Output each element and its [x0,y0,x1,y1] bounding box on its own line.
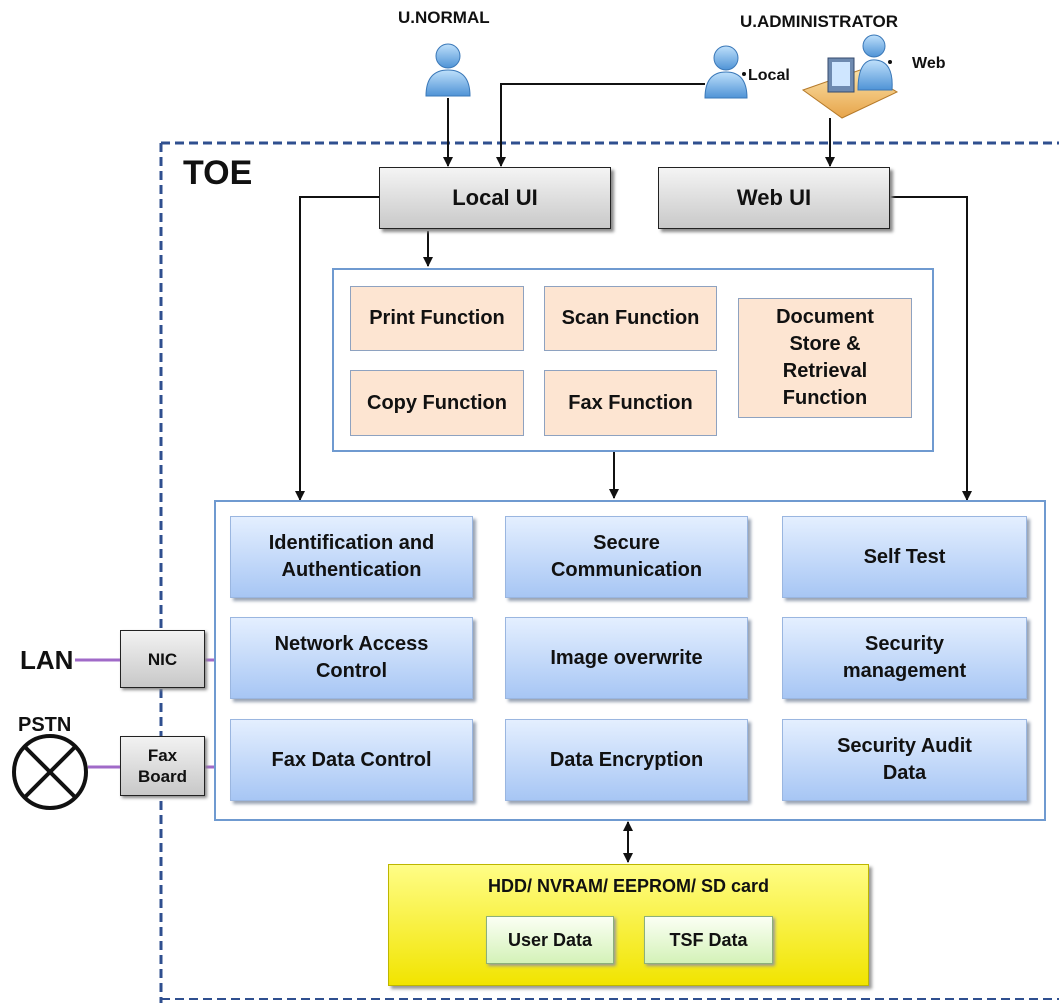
toe-boundary [159,141,1059,1003]
image-overwrite: Image overwrite [505,617,748,699]
normal-user-icon [425,43,471,97]
administrator-label: U.ADMINISTRATOR [740,12,899,31]
web-label: Web [912,55,946,72]
local-label: Local [748,67,790,84]
identification-authentication: Identification and Authentication [230,516,473,598]
scan-function: Scan Function [544,286,717,351]
fax-function: Fax Function [544,370,717,436]
local-admin-icon [704,45,748,99]
fax-data-control: Fax Data Control [230,719,473,801]
fax-board-box: Fax Board [120,736,205,796]
tsf-data-box: TSF Data [644,916,773,964]
print-function: Print Function [350,286,524,351]
self-test: Self Test [782,516,1027,598]
toe-label: TOE [183,154,253,192]
normal-user-label: U.NORMAL [398,8,490,27]
pstn-label: PSTN [18,714,72,736]
secure-communication: Secure Communication [505,516,748,598]
web-ui-box: Web UI [658,167,890,229]
web-admin-icon [801,34,899,119]
local-ui-box: Local UI [379,167,611,229]
storage-box [388,864,869,986]
nic-box: NIC [120,630,205,688]
pstn-icon [12,734,88,810]
copy-function: Copy Function [350,370,524,436]
document-store-function: Document Store & Retrieval Function [738,298,912,418]
network-access-control: Network Access Control [230,617,473,699]
security-management: Security management [782,617,1027,699]
storage-title: HDD/ NVRAM/ EEPROM/ SD card [487,876,770,896]
security-audit-data: Security Audit Data [782,719,1027,801]
user-data-box: User Data [486,916,614,964]
data-encryption: Data Encryption [505,719,748,801]
lan-label: LAN [20,645,74,675]
